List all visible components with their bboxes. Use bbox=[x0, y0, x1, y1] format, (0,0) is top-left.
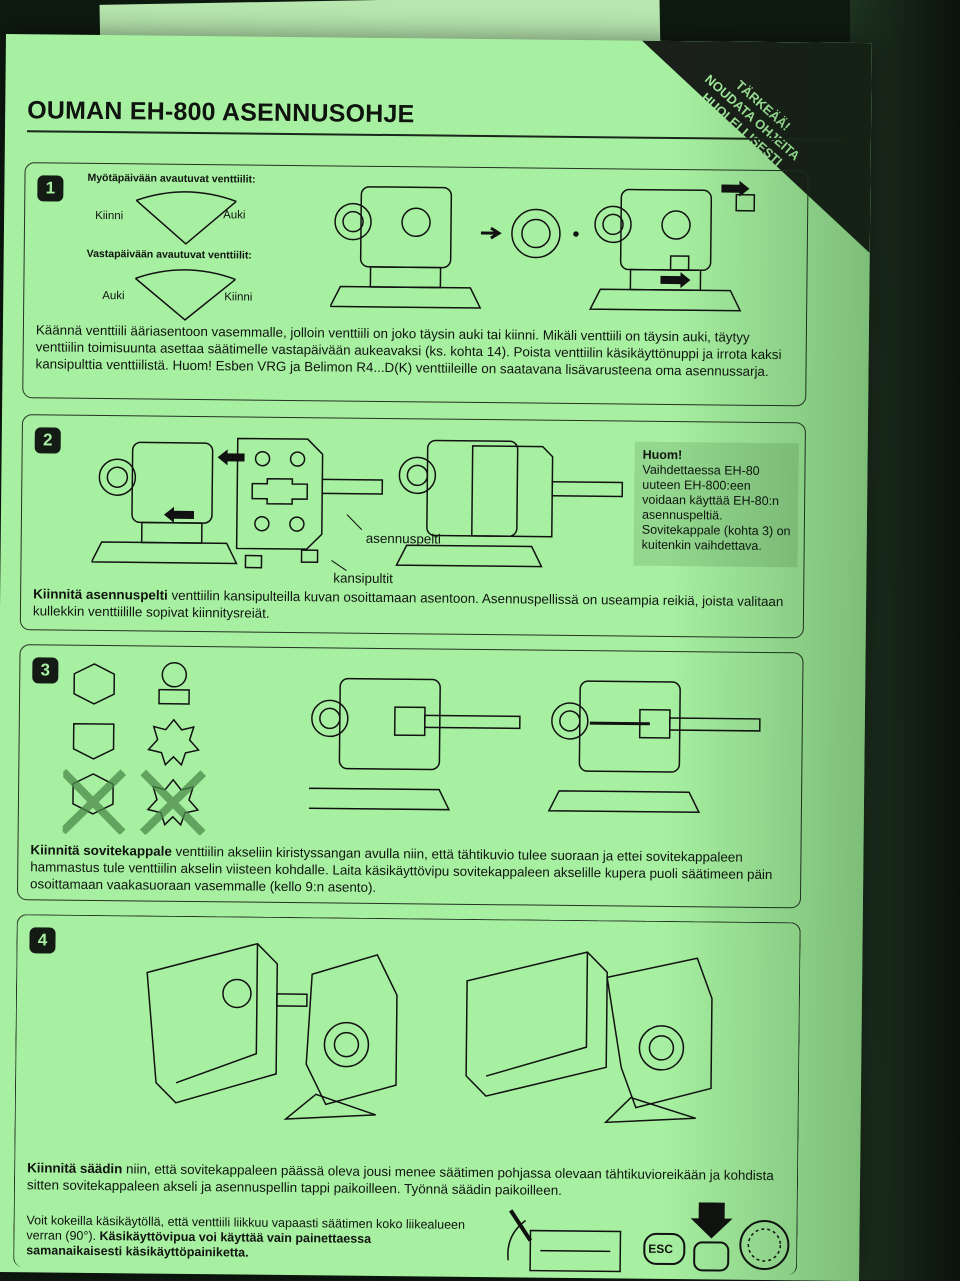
press-hand-icon bbox=[690, 1202, 733, 1272]
step-3-adapter-diagrams bbox=[62, 662, 207, 836]
ccw-arc-diagram bbox=[134, 269, 236, 321]
step-1-valve-illustration bbox=[330, 180, 756, 312]
step-4-controller-illustration bbox=[146, 942, 713, 1124]
ccw-heading: Vastapäivään avautuvat venttiilit: bbox=[86, 247, 252, 262]
ccw-open-label: Auki bbox=[102, 290, 125, 303]
step-3-section: 3 bbox=[16, 644, 804, 909]
step-1-text: Käännä venttiili ääriasentoon vasemmalle… bbox=[35, 322, 782, 380]
step-3-text: Kiinnitä sovitekappale venttiilin akseli… bbox=[30, 841, 795, 900]
step-2-text: Kiinnitä asennuspelti venttiilin kansipu… bbox=[33, 585, 798, 627]
cw-closed-label: Kiinni bbox=[95, 209, 124, 223]
cw-heading: Myötäpäivään avautuvat venttiilit: bbox=[87, 171, 256, 186]
cw-arc-diagram bbox=[135, 191, 237, 245]
step-4-text-rest: niin, että sovitekappaleen päässä oleva … bbox=[26, 1161, 774, 1198]
mounting-plate-label: asennuspelti bbox=[365, 530, 442, 547]
esc-button-icon bbox=[643, 1232, 686, 1266]
step-3-text-bold: Kiinnitä sovitekappale bbox=[30, 842, 172, 859]
step-3-number: 3 bbox=[32, 657, 59, 684]
cw-open-label: Auki bbox=[223, 209, 246, 222]
ccw-closed-label: Kiinni bbox=[224, 291, 253, 304]
step-2-plate-illustration bbox=[91, 437, 624, 572]
dial-wheel-icon bbox=[739, 1220, 790, 1271]
step-4-text-bold: Kiinnitä säädin bbox=[27, 1160, 123, 1177]
step-4-number: 4 bbox=[29, 927, 56, 954]
manual-lever-diagram bbox=[507, 1209, 622, 1273]
instruction-sheet: TÄRKEÄÄ! NOUDATA OHJEITA HUOLELLISESTI O… bbox=[0, 34, 872, 1281]
step-2-section: 2 bbox=[19, 414, 806, 639]
note-title: Huom! bbox=[642, 447, 683, 463]
step-4-text: Kiinnitä säädin niin, että sovitekappale… bbox=[27, 1159, 792, 1201]
step-4-section: 4 Kiinnitä säädin niin, että sovitekappa… bbox=[13, 914, 801, 1276]
title-divider bbox=[26, 130, 847, 141]
page-title: OUMAN EH-800 ASENNUSOHJE bbox=[27, 96, 415, 129]
step-3-valve-illustration bbox=[308, 677, 761, 814]
step-2-text-bold: Kiinnitä asennuspelti bbox=[33, 586, 168, 603]
step-4-manual-text: Voit kokeilla käsikäytöllä, että venttii… bbox=[26, 1213, 466, 1263]
step-1-number: 1 bbox=[37, 175, 64, 202]
esc-label: ESC bbox=[648, 1241, 674, 1257]
note-box: Huom! Vaihdettaessa EH-80 uuteen EH-800:… bbox=[633, 441, 799, 568]
step-2-number: 2 bbox=[34, 427, 61, 454]
step-1-section: 1 Myötäpäivään avautuvat venttiilit: Kii… bbox=[22, 162, 809, 407]
cover-bolts-label: kansipultit bbox=[333, 570, 393, 587]
note-text: Vaihdettaessa EH-80 uuteen EH-800:een vo… bbox=[641, 462, 791, 553]
